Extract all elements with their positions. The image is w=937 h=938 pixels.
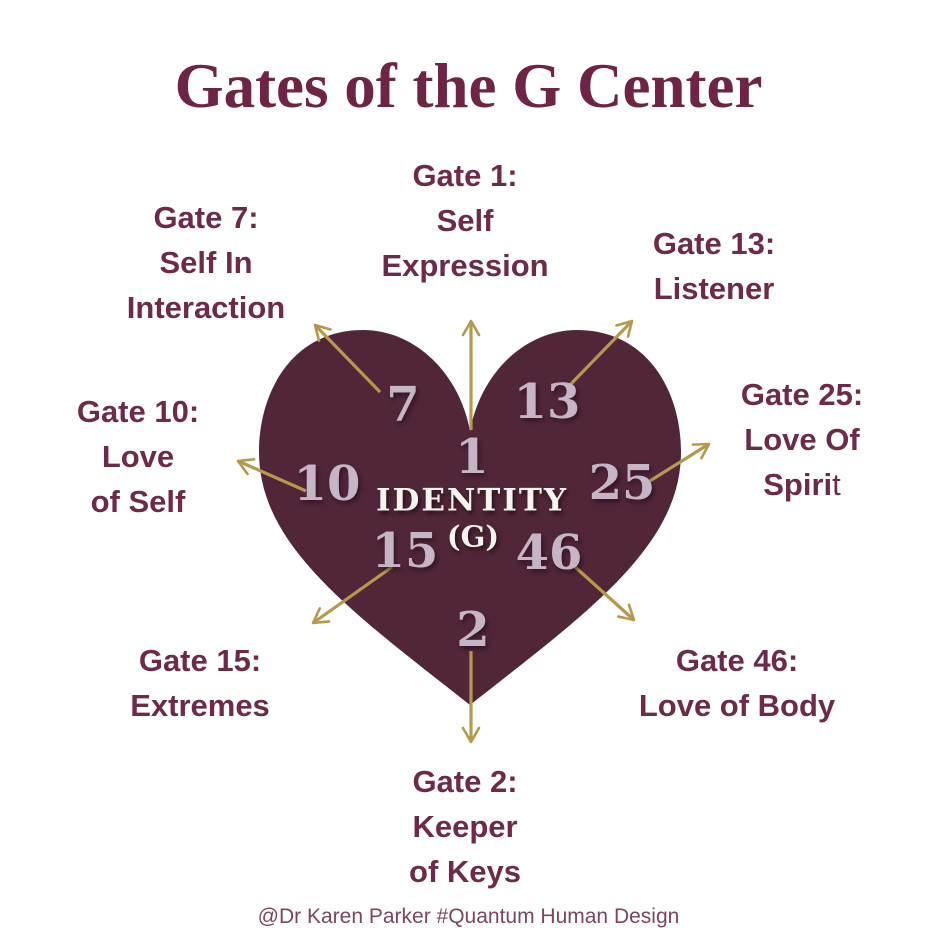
page-title: Gates of the G Center bbox=[174, 51, 763, 121]
arrow-gate10 bbox=[236, 458, 307, 493]
label-gate1: Gate 1: Self Expression bbox=[381, 153, 548, 288]
arrow-gate25 bbox=[644, 442, 711, 486]
label-gate10-line1: Gate 10: bbox=[76, 394, 200, 429]
label-gate25-line1: Gate 25: bbox=[740, 377, 864, 412]
center-identity-label: IDENTITY bbox=[375, 482, 569, 519]
gate-number-25: 25 bbox=[588, 455, 656, 511]
label-gate13: Gate 13: Listener bbox=[653, 221, 775, 311]
arrows bbox=[236, 319, 711, 744]
label-gate1-line3: Expression bbox=[381, 248, 549, 283]
label-gate13-line1: Gate 13: bbox=[652, 226, 776, 261]
arrow-gate13 bbox=[566, 319, 634, 389]
center-g-label: (G) bbox=[446, 519, 500, 554]
label-gate25: Gate 25: Love Of Spirit bbox=[741, 372, 863, 507]
label-gate2-line2: Keeper bbox=[412, 809, 518, 844]
label-gate15-line2: Extremes bbox=[130, 688, 270, 723]
label-gate10-line2: Love bbox=[101, 439, 175, 474]
label-gate7: Gate 7: Self In Interaction bbox=[127, 195, 285, 330]
gate-number-7: 7 bbox=[386, 377, 420, 433]
label-gate1-line1: Gate 1: bbox=[412, 158, 518, 193]
heart-shape bbox=[259, 330, 681, 705]
label-gate13-line2: Listener bbox=[653, 271, 775, 306]
label-gate10-line3: of Self bbox=[90, 484, 186, 519]
label-gate46-line2: Love of Body bbox=[638, 688, 836, 723]
label-gate2-line3: of Keys bbox=[409, 854, 521, 889]
gate-number-10: 10 bbox=[293, 456, 361, 512]
gate-number-15: 15 bbox=[371, 523, 439, 579]
gate-number-2: 2 bbox=[456, 602, 490, 658]
label-gate7-line2: Self In bbox=[159, 245, 253, 280]
label-gate15: Gate 15: Extremes bbox=[130, 638, 270, 728]
label-gate46-line1: Gate 46: bbox=[675, 643, 799, 678]
footer-credit: @Dr Karen Parker #Quantum Human Design bbox=[257, 905, 680, 928]
label-gate10: Gate 10: Love of Self bbox=[77, 389, 199, 524]
arrow-gate46 bbox=[572, 564, 636, 622]
gate-number-46: 46 bbox=[515, 525, 583, 581]
gate-number-13: 13 bbox=[513, 374, 581, 430]
label-gate1-line2: Self bbox=[436, 203, 494, 238]
gate-number-1: 1 bbox=[455, 429, 489, 485]
label-gate2-line1: Gate 2: bbox=[412, 764, 518, 799]
arrow-gate7 bbox=[313, 323, 382, 394]
label-gate46: Gate 46: Love of Body bbox=[639, 638, 835, 728]
label-gate7-line3: Interaction bbox=[126, 290, 286, 325]
label-gate2: Gate 2: Keeper of Keys bbox=[409, 759, 521, 894]
label-gate7-line1: Gate 7: bbox=[153, 200, 259, 235]
label-gate25-line2: Love Of bbox=[744, 422, 860, 457]
arrow-gate15 bbox=[311, 565, 393, 625]
label-gate25-line3: Spirit bbox=[763, 467, 841, 502]
label-gate15-line1: Gate 15: bbox=[138, 643, 262, 678]
